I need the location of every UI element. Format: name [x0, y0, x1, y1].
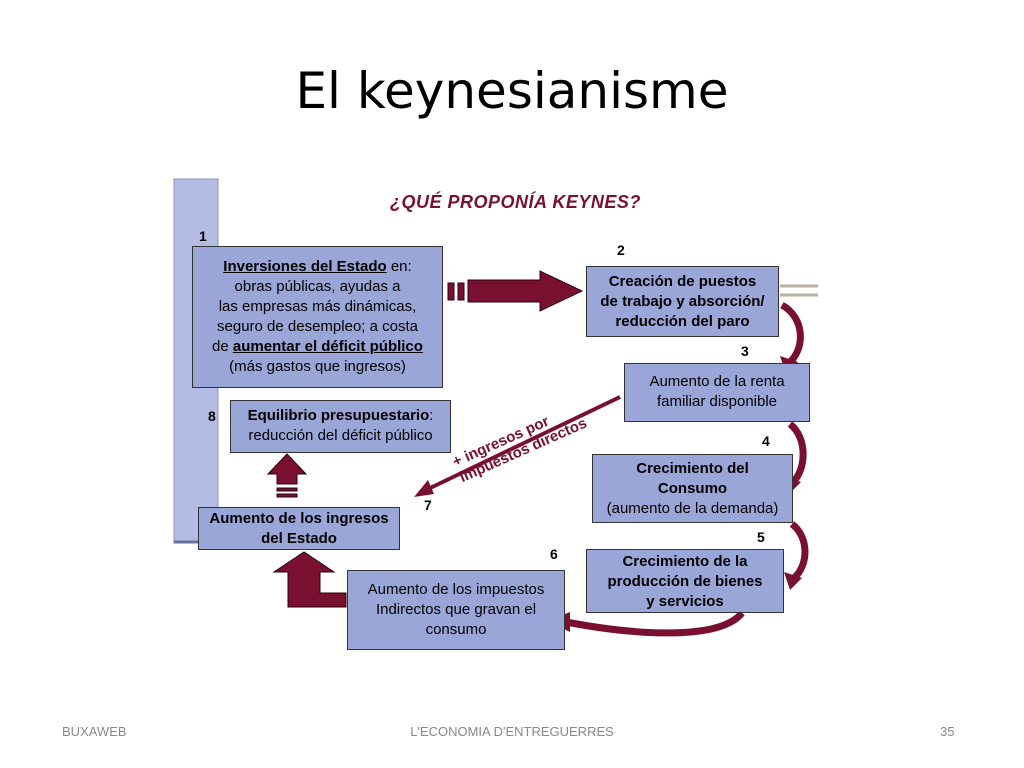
step-box-3: Aumento de la renta familiar disponible: [624, 363, 810, 422]
step-1-line-3: las empresas más dinámicas,: [218, 298, 417, 315]
step-2-line-2: de trabajo y absorción/: [600, 293, 765, 310]
step-8-line-2: reducción del déficit público: [248, 427, 433, 444]
step-5-line-3: y servicios: [646, 593, 724, 610]
arrow-3-to-7: [425, 395, 621, 492]
step-box-6: Aumento de los impuestos Indirectos que …: [347, 570, 565, 650]
step-number-8: 8: [208, 408, 216, 424]
step-7-line-1: Aumento de los ingresos: [209, 510, 389, 527]
step-6-line-2: Indirectos que gravan el: [375, 601, 537, 618]
arrow-7-to-8: [266, 453, 308, 498]
step-6-line-1: Aumento de los impuestos: [367, 581, 545, 598]
step-5-line-2: producción de bienes: [607, 573, 763, 590]
step-4-line-3: (aumento de la demanda): [606, 500, 779, 517]
step-8-line-1: Equilibrio presupuestario:: [247, 407, 434, 424]
step-6-line-3: consumo: [425, 621, 487, 638]
slide-title: El keynesianisme: [295, 62, 729, 120]
arrowhead-4-to-5: [784, 572, 802, 590]
step-4-line-1: Crecimiento del: [636, 460, 749, 477]
step-box-4: Crecimiento del Consumo (aumento de la d…: [592, 454, 793, 523]
footer-left: BUXAWEB: [62, 724, 127, 739]
step-number-1: 1: [199, 228, 207, 244]
step-box-5: Crecimiento de la producción de bienes y…: [586, 549, 784, 613]
step-number-6: 6: [550, 546, 558, 562]
step-box-1: Inversiones del Estado en: obras pública…: [192, 246, 443, 388]
step-number-7: 7: [424, 497, 432, 513]
step-4-line-2: Consumo: [657, 480, 728, 497]
step-box-8: Equilibrio presupuestario: reducción del…: [230, 400, 451, 453]
step-1-line-6: (más gastos que ingresos): [229, 358, 406, 375]
arrow-6-to-7: [272, 551, 347, 608]
step-5-line-1: Crecimiento de la: [622, 553, 748, 570]
step-number-5: 5: [757, 529, 765, 545]
step-number-4: 4: [762, 433, 770, 449]
step-box-2: Creación de puestos de trabajo y absorci…: [586, 266, 779, 337]
arrow-3-to-4: [787, 421, 807, 485]
step-1-line-4: seguro de desempleo; a costa: [217, 318, 418, 335]
arrow-5-to-6: [565, 610, 745, 637]
arrow-4-to-5: [789, 521, 809, 581]
step-1-line-2: obras públicas, ayudas a: [234, 278, 401, 295]
diagram-heading: ¿QUÉ PROPONÍA KEYNES?: [390, 192, 641, 212]
arrow-1-to-2: [447, 270, 584, 312]
step-3-line-2: familiar disponible: [656, 393, 778, 410]
step-3-line-1: Aumento de la renta: [649, 373, 785, 390]
arrow-2-to-3: [780, 301, 804, 365]
footer-center: L'ECONOMIA D'ENTREGUERRES: [410, 724, 614, 739]
step-1-line-5: de aumentar el déficit público: [212, 338, 423, 355]
step-number-3: 3: [741, 343, 749, 359]
arrowhead-3-to-7: [414, 480, 434, 497]
step-box-7: Aumento de los ingresos del Estado: [198, 507, 400, 550]
slide-number: 35: [940, 724, 955, 739]
step-7-line-2: del Estado: [261, 530, 337, 547]
step-1-line-1: Inversiones del Estado en:: [223, 258, 412, 275]
step-number-2: 2: [617, 242, 625, 258]
step-2-line-1: Creación de puestos: [608, 273, 757, 290]
step-2-line-3: reducción del paro: [615, 313, 750, 330]
